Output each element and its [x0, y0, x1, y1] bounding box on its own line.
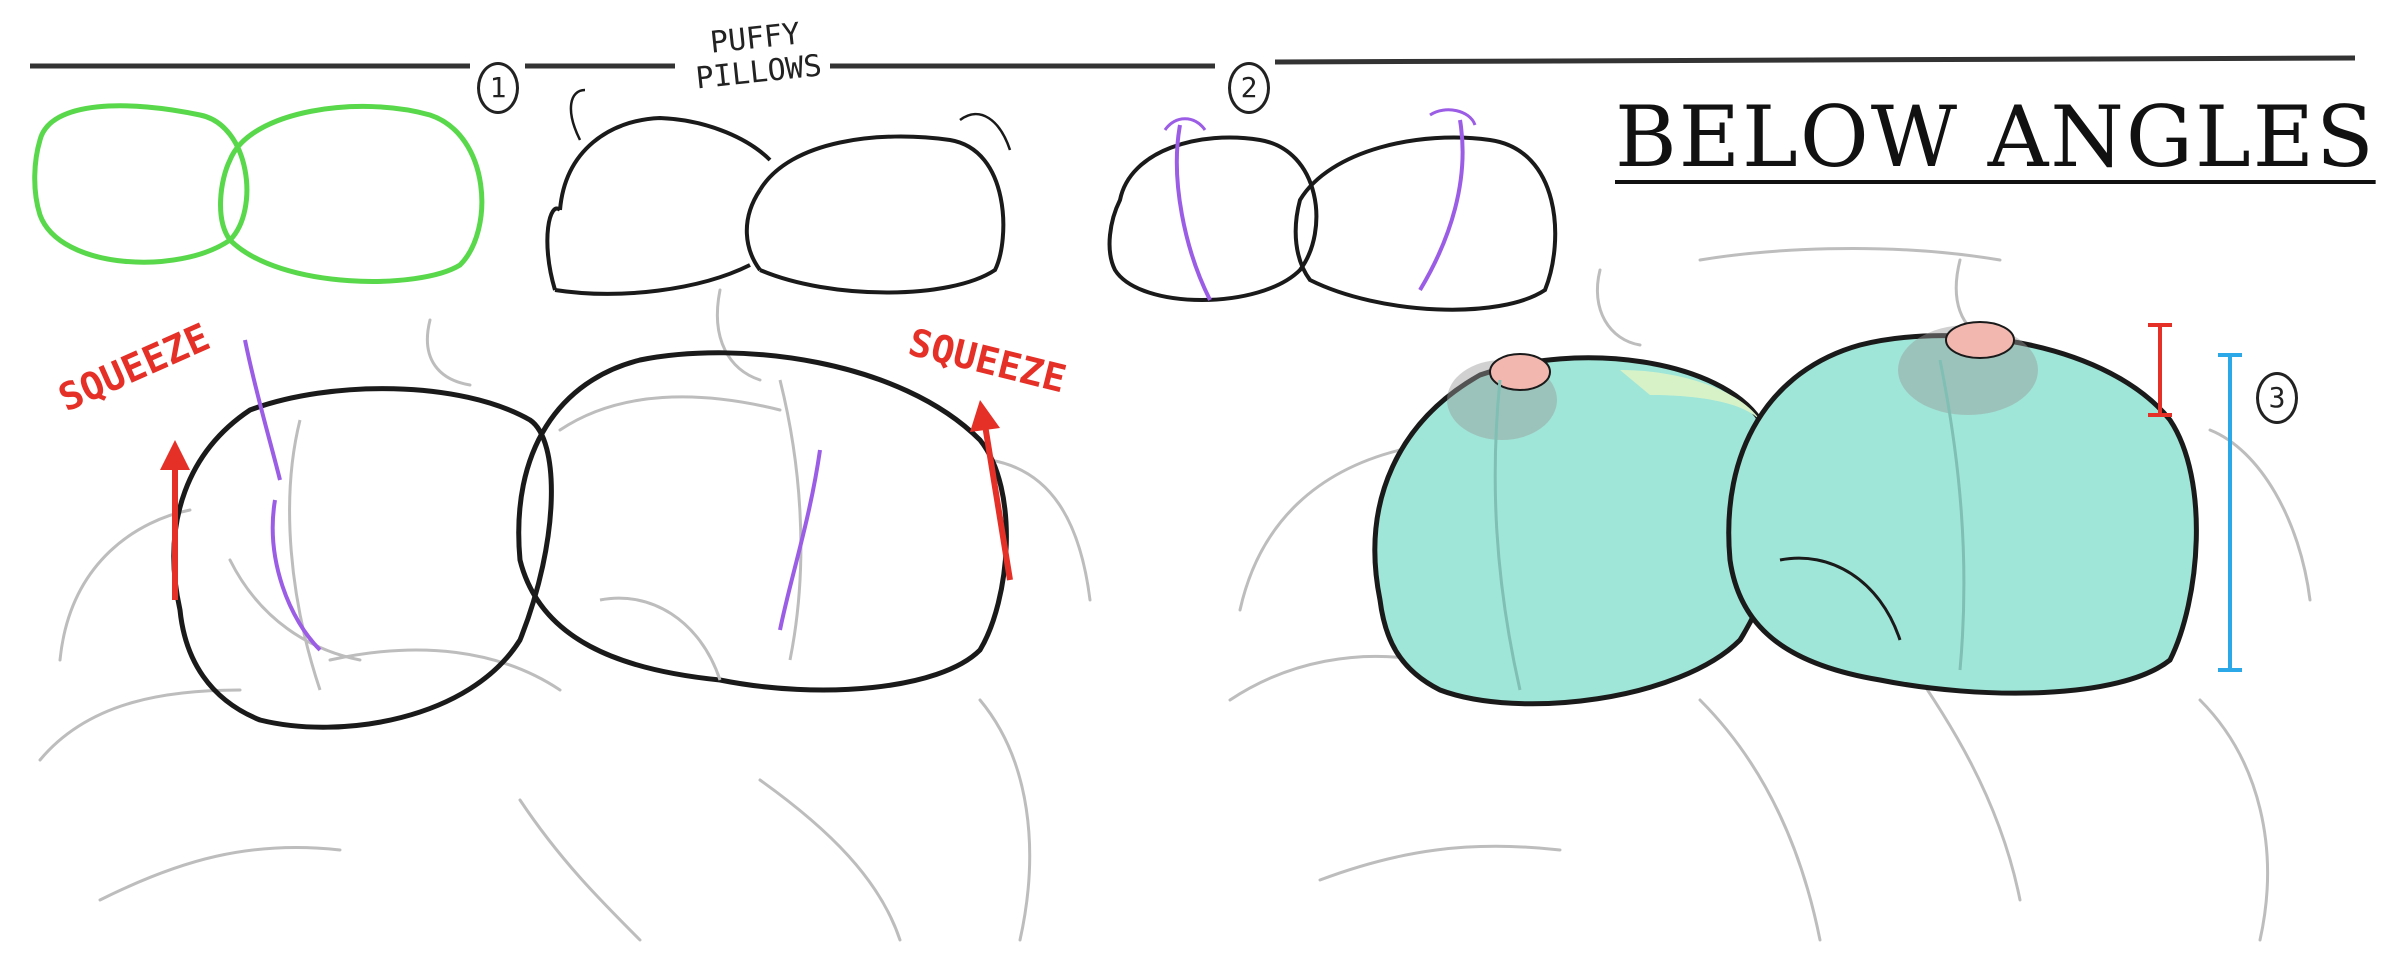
sketch-step-two — [1107, 108, 1558, 312]
step-marker-three: 3 — [2256, 372, 2298, 424]
main-drawing-outline — [171, 350, 1009, 730]
main-drawing-colored — [1372, 321, 2199, 707]
main-drawing-inner — [288, 379, 803, 691]
body-sketch-left — [38, 288, 1092, 942]
step-marker-two: 2 — [1228, 62, 1270, 114]
green-guide-shapes — [32, 103, 485, 284]
divider-lines — [30, 55, 2356, 69]
purple-flow-left — [243, 339, 822, 652]
red-squeeze-arrows — [160, 400, 1013, 600]
sketch-puffy-pillows — [545, 88, 1012, 296]
step-marker-one: 1 — [477, 62, 519, 114]
measurement-markers — [2148, 323, 2242, 672]
puffy-pillows-label: PUFFY PILLOWS — [689, 15, 825, 96]
page-title: BELOW ANGLES — [1615, 88, 2376, 186]
